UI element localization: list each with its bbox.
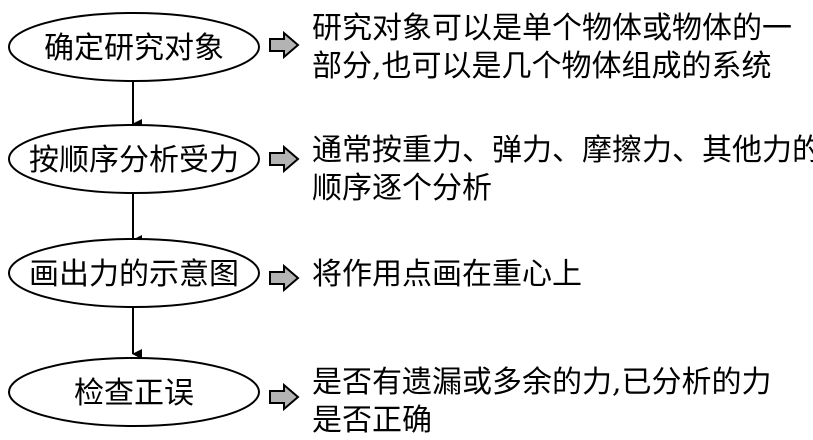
step-1-arrow-icon xyxy=(269,30,300,60)
step-2-ellipse xyxy=(8,124,260,194)
step-4-description: 是否有遗漏或多余的力,已分析的力 是否正确 xyxy=(312,364,812,440)
step-4: 检查正误 xyxy=(8,357,300,427)
step-3-arrow-icon xyxy=(269,263,300,293)
step-4-arrow-icon xyxy=(269,382,300,412)
step-1-description: 研究对象可以是单个物体或物体的一 部分,也可以是几个物体组成的系统 xyxy=(312,10,812,86)
step-4-description-line-1: 是否有遗漏或多余的力,已分析的力 xyxy=(312,365,772,400)
step-2-label: 按顺序分析受力 xyxy=(29,143,239,178)
step-2: 按顺序分析受力 xyxy=(8,124,300,194)
step-4-label: 检查正误 xyxy=(74,376,194,411)
step-3-description-line-1: 将作用点画在重心上 xyxy=(312,257,582,292)
step-3-description: 将作用点画在重心上 xyxy=(312,256,812,294)
step-2-arrow-icon xyxy=(269,144,300,174)
step-3: 画出力的示意图 xyxy=(8,238,300,308)
step-3-ellipse xyxy=(8,238,260,308)
step-1-label: 确定研究对象 xyxy=(44,31,224,66)
step-2-description: 通常按重力、弹力、摩擦力、其他力的 顺序逐个分析 xyxy=(312,132,813,208)
step-4-ellipse xyxy=(8,357,260,427)
step-1-description-line-2: 部分,也可以是几个物体组成的系统 xyxy=(312,49,772,84)
step-2-description-line-2: 顺序逐个分析 xyxy=(312,171,492,206)
step-1: 确定研究对象 xyxy=(8,12,300,82)
step-4-description-line-2: 是否正确 xyxy=(312,403,432,438)
step-1-description-line-1: 研究对象可以是单个物体或物体的一 xyxy=(312,11,792,46)
step-3-label: 画出力的示意图 xyxy=(29,257,239,292)
step-1-ellipse xyxy=(8,12,260,82)
step-2-description-line-1: 通常按重力、弹力、摩擦力、其他力的 xyxy=(312,133,813,168)
